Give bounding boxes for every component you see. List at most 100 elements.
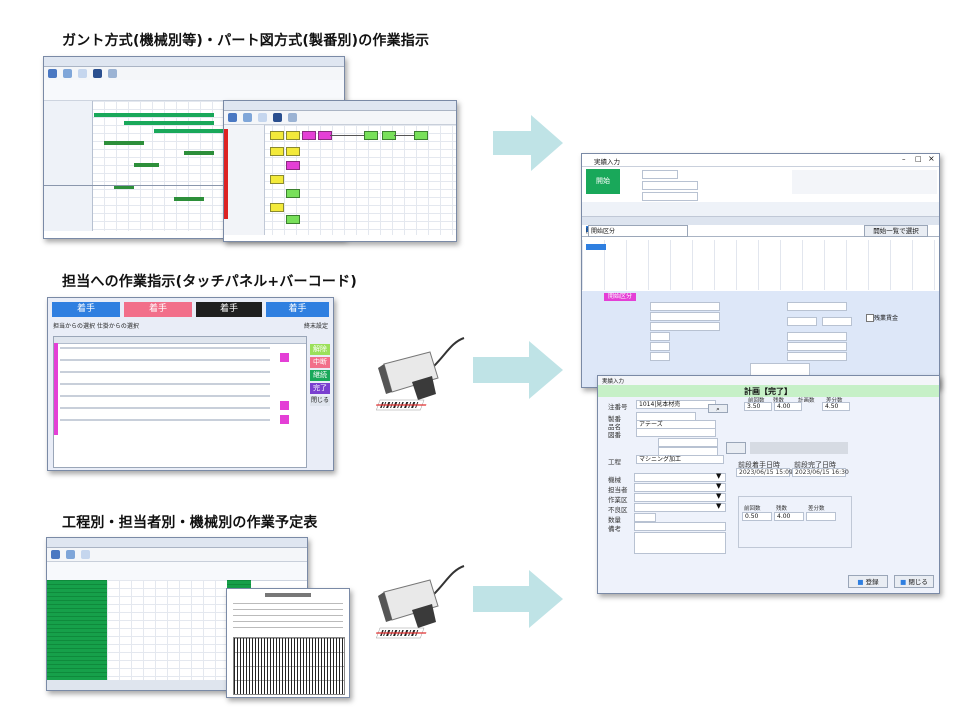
qty-field[interactable]	[634, 513, 656, 522]
order-field[interactable]	[787, 342, 847, 351]
name-field[interactable]	[642, 181, 698, 190]
minutes-field[interactable]	[822, 317, 852, 326]
maximize-icon[interactable]: □	[915, 155, 922, 163]
chevron-down-icon[interactable]: ▼	[716, 472, 722, 480]
pert-node[interactable]	[286, 131, 300, 140]
print-icon[interactable]	[66, 550, 75, 559]
drawing-field[interactable]	[636, 428, 716, 437]
overtime-checkbox[interactable]	[866, 314, 874, 322]
print-icon[interactable]	[243, 113, 252, 122]
gantt-bar[interactable]	[134, 163, 159, 167]
start-category-select[interactable]: 開始区分	[588, 225, 688, 237]
tab-start-pink[interactable]: 着手	[124, 302, 192, 317]
receipt-field[interactable]	[787, 352, 847, 361]
work-field[interactable]	[650, 322, 720, 331]
table-row[interactable]	[60, 419, 270, 421]
pert-node[interactable]	[286, 161, 300, 170]
defect-field[interactable]	[634, 503, 726, 512]
pert-node[interactable]	[286, 189, 300, 198]
pert-node[interactable]	[270, 147, 284, 156]
settings-icon[interactable]	[108, 69, 117, 78]
tab-start-blue[interactable]: 着手	[52, 302, 120, 317]
search-icon[interactable]	[258, 113, 267, 122]
table-row[interactable]	[60, 395, 270, 397]
chevron-down-icon[interactable]: ▼	[716, 492, 722, 500]
pert-node[interactable]	[414, 131, 428, 140]
table-row[interactable]	[60, 347, 270, 349]
chevron-down-icon[interactable]: ▼	[716, 482, 722, 490]
save-icon[interactable]	[228, 113, 237, 122]
status-cell	[280, 353, 289, 362]
table-row[interactable]	[60, 359, 270, 361]
pert-node[interactable]	[286, 215, 300, 224]
work-label: 作業区	[608, 496, 628, 504]
table-row[interactable]	[60, 371, 270, 373]
gantt-bar[interactable]	[184, 151, 214, 155]
end-datetime-field[interactable]: 2023/06/15 16:30	[792, 468, 849, 477]
gantt-filter-area	[44, 80, 344, 101]
search-icon[interactable]	[78, 69, 87, 78]
minimize-icon[interactable]: –	[902, 155, 906, 163]
table-row[interactable]	[60, 383, 270, 385]
pert-node[interactable]	[302, 131, 316, 140]
divider	[44, 185, 344, 186]
pert-node[interactable]	[270, 131, 284, 140]
pert-node[interactable]	[364, 131, 378, 140]
process-no-field[interactable]	[787, 332, 847, 341]
scrollbar[interactable]	[47, 680, 307, 690]
drawing-no-field[interactable]	[658, 438, 718, 447]
chart-icon[interactable]	[273, 113, 282, 122]
settings-icon[interactable]	[288, 113, 297, 122]
pert-node[interactable]	[270, 175, 284, 184]
defect-field[interactable]	[650, 332, 670, 341]
gantt-bar[interactable]	[114, 185, 134, 189]
register-button[interactable]: ■ 登録	[848, 575, 888, 588]
print-icon[interactable]	[63, 69, 72, 78]
note-field[interactable]	[634, 522, 726, 531]
worker-field[interactable]	[650, 312, 720, 321]
complete-button[interactable]: 完了	[310, 383, 330, 394]
hours-field[interactable]	[787, 317, 817, 326]
search-button[interactable]: ⌕	[708, 404, 728, 413]
gantt-bar[interactable]	[174, 197, 204, 201]
inner-field[interactable]	[650, 342, 670, 351]
close-button[interactable]: ■ 閉じる	[894, 575, 934, 588]
pert-node[interactable]	[286, 147, 300, 156]
start-button[interactable]: 開始	[586, 169, 620, 194]
barcode-scanner-icon	[375, 565, 465, 639]
work-field[interactable]	[634, 493, 726, 502]
selected-row[interactable]	[586, 244, 606, 250]
code-field[interactable]	[642, 170, 678, 179]
machine-field[interactable]	[650, 302, 720, 311]
pert-node[interactable]	[270, 203, 284, 212]
memo-field[interactable]	[634, 532, 726, 554]
drawing-field[interactable]	[642, 192, 698, 201]
order-no-field[interactable]: 1014|見本材売	[636, 400, 716, 409]
release-button[interactable]: 解除	[310, 344, 330, 355]
gantt-bar[interactable]	[104, 141, 144, 145]
continue-button[interactable]: 継続	[310, 370, 330, 381]
lookup-button[interactable]	[726, 442, 746, 454]
save-icon[interactable]	[48, 69, 57, 78]
gantt-bar[interactable]	[94, 113, 214, 117]
worker-field[interactable]	[634, 483, 726, 492]
interrupt-button[interactable]: 中断	[310, 357, 330, 368]
list-header	[54, 337, 306, 344]
close-icon[interactable]: ×	[928, 154, 935, 163]
chevron-down-icon[interactable]: ▼	[716, 502, 722, 510]
process-field[interactable]: マシニング加工	[636, 455, 724, 464]
machine-field[interactable]	[634, 473, 726, 482]
qty-field[interactable]	[650, 352, 670, 361]
tab-start-black[interactable]: 着手	[196, 302, 262, 317]
gantt-resource-column	[44, 101, 93, 231]
save-icon[interactable]	[51, 550, 60, 559]
start-list-button[interactable]: 開始一覧で選択	[864, 225, 928, 237]
start-date-field[interactable]	[787, 302, 847, 311]
gantt-bar[interactable]	[124, 121, 214, 125]
start-datetime-field[interactable]: 2023/06/15 15:09	[736, 468, 793, 477]
chart-icon[interactable]	[93, 69, 102, 78]
close-button[interactable]: 閉じる	[310, 396, 330, 406]
search-icon[interactable]	[81, 550, 90, 559]
tab-start-blue-2[interactable]: 着手	[266, 302, 329, 317]
table-row[interactable]	[60, 407, 270, 409]
